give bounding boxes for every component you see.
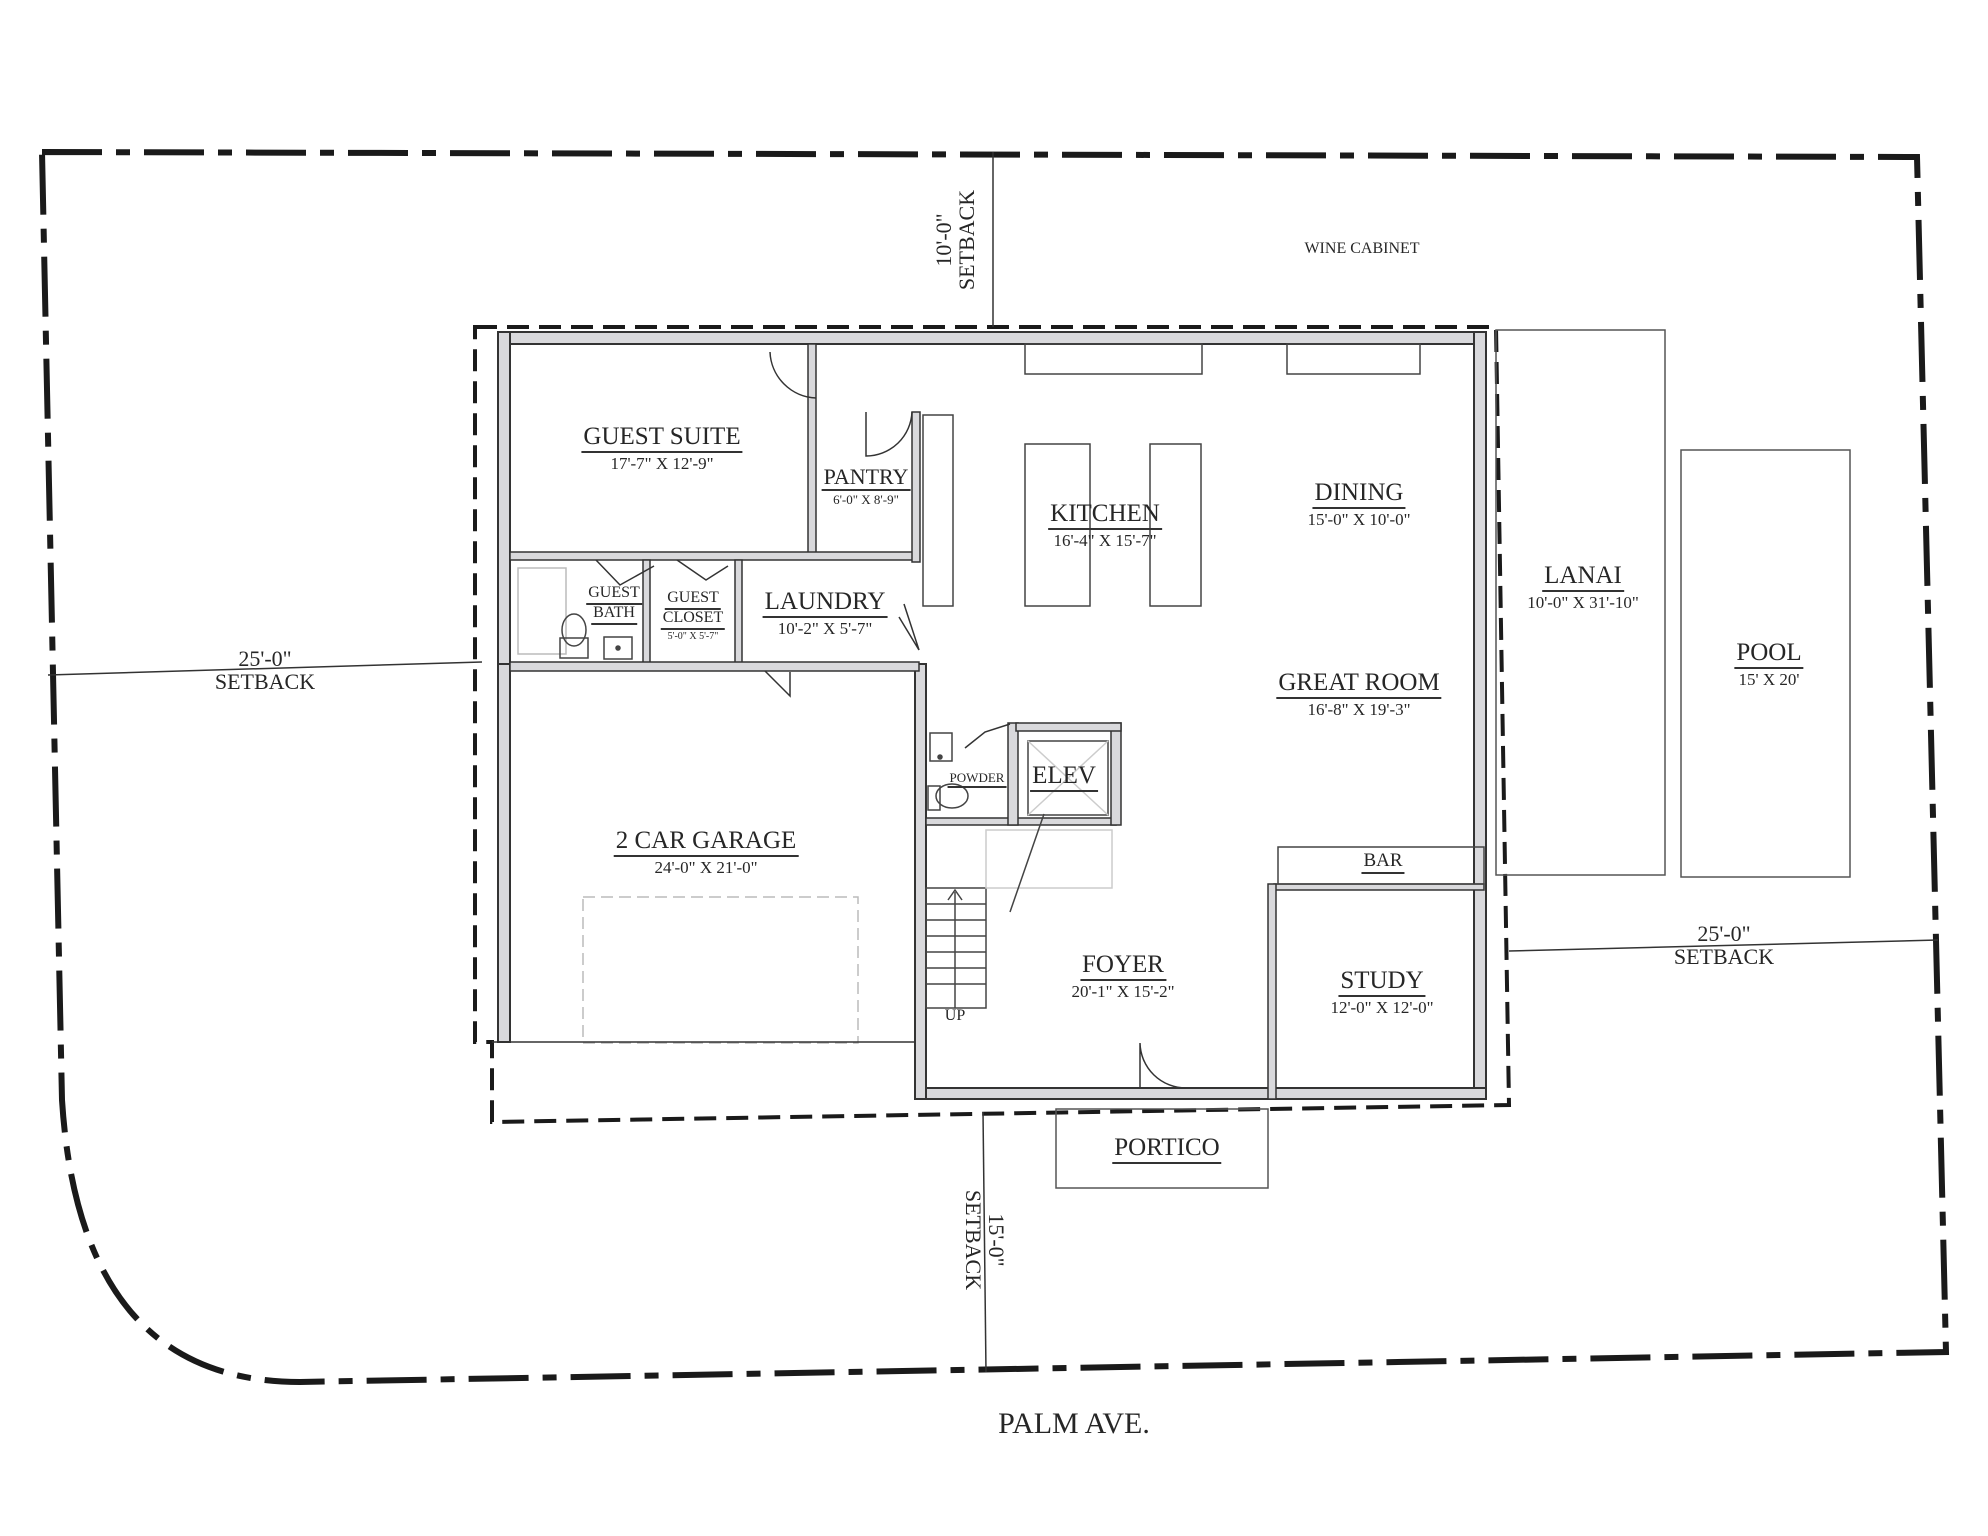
room-dim: 10'-0" X 31'-10"	[1527, 593, 1639, 613]
right-setback-text: SETBACK	[1673, 944, 1775, 970]
room-foyer: FOYER 20'-1" X 15'-2"	[1071, 951, 1175, 1002]
room-dim: 12'-0" X 12'-0"	[1330, 998, 1434, 1018]
outdoor-outlines	[1055, 329, 1851, 1189]
garage-details	[492, 896, 915, 1044]
room-name-line2: BATH	[591, 604, 637, 625]
wine-cabinet-label: WINE CABINET	[1304, 240, 1420, 257]
room-dim: 17'-7" X 12'-9"	[610, 454, 714, 474]
room-portico: PORTICO	[1112, 1134, 1222, 1165]
top-setback-text: SETBACK	[954, 189, 979, 291]
interior-walls	[509, 343, 1485, 1100]
room-name: GUEST	[665, 589, 721, 610]
stairs-up-label: UP	[944, 1007, 966, 1024]
room-guest-bath: GUEST BATH	[586, 584, 642, 625]
room-name: PORTICO	[1112, 1134, 1222, 1165]
room-pantry: PANTRY 6'-0" X 8'-9"	[821, 465, 911, 508]
room-dim: 16'-8" X 19'-3"	[1307, 700, 1411, 720]
room-name: POWDER	[947, 771, 1007, 788]
room-garage: 2 CAR GARAGE 24'-0" X 21'-0"	[613, 827, 799, 878]
bath-fixtures	[517, 567, 1109, 816]
room-dim: 5'-0" X 5'-7"	[667, 630, 719, 642]
room-bar: BAR	[1361, 851, 1405, 874]
setback-lines	[47, 152, 1939, 1373]
building-footprint	[473, 325, 1512, 1125]
room-name-line2: CLOSET	[660, 609, 726, 630]
exterior-walls	[497, 331, 1487, 1100]
room-dim: 20'-1" X 15'-2"	[1071, 982, 1175, 1002]
room-name: BAR	[1361, 851, 1405, 874]
room-lanai: LANAI 10'-0" X 31'-10"	[1527, 562, 1639, 613]
room-name: POOL	[1734, 639, 1804, 670]
stairs	[925, 813, 1113, 1009]
room-name: LANAI	[1542, 562, 1624, 593]
room-name: DINING	[1312, 479, 1406, 510]
room-dining: DINING 15'-0" X 10'-0"	[1307, 479, 1411, 530]
room-pool: POOL 15' X 20'	[1734, 639, 1804, 690]
property-line	[38, 148, 1950, 1386]
left-setback-label: 25'-0" SETBACK	[215, 647, 315, 693]
bottom-setback-text: SETBACK	[961, 1189, 986, 1291]
room-dim: 15'-0" X 10'-0"	[1307, 510, 1411, 530]
right-setback-label: 25'-0" SETBACK	[1674, 922, 1774, 968]
left-setback-text: SETBACK	[214, 669, 316, 695]
room-laundry: LAUNDRY 10'-2" X 5'-7"	[762, 588, 888, 639]
room-guest-closet: GUEST CLOSET 5'-0" X 5'-7"	[660, 589, 726, 642]
kitchen-fixtures	[922, 343, 1421, 607]
top-setback-label: 10'-0" SETBACK	[930, 189, 979, 291]
room-guest-suite: GUEST SUITE 17'-7" X 12'-9"	[581, 423, 743, 474]
room-great-room: GREAT ROOM 16'-8" X 19'-3"	[1276, 669, 1442, 720]
street-name: PALM AVE.	[998, 1407, 1150, 1440]
door-swings	[595, 351, 1187, 1089]
room-name: GUEST	[586, 584, 642, 605]
room-name: PANTRY	[821, 465, 911, 492]
bar	[1277, 846, 1485, 885]
bottom-setback-distance: 15'-0"	[984, 1213, 1010, 1267]
room-name: LAUNDRY	[762, 588, 888, 619]
room-dim: 10'-2" X 5'-7"	[777, 619, 873, 639]
room-name: STUDY	[1338, 967, 1426, 998]
room-dim: 15' X 20'	[1738, 670, 1800, 690]
room-name: FOYER	[1080, 951, 1166, 982]
room-elev: ELEV	[1030, 762, 1098, 793]
top-setback-distance: 10'-0"	[930, 213, 956, 267]
room-name: GUEST SUITE	[581, 423, 743, 454]
room-dim: 24'-0" X 21'-0"	[654, 858, 758, 878]
room-name: ELEV	[1030, 762, 1098, 793]
right-setback-distance: 25'-0"	[1697, 921, 1751, 946]
room-name: KITCHEN	[1048, 500, 1162, 531]
bottom-setback-label: 15'-0" SETBACK	[961, 1189, 1010, 1291]
room-kitchen: KITCHEN 16'-4" X 15'-7"	[1048, 500, 1162, 551]
room-study: STUDY 12'-0" X 12'-0"	[1330, 967, 1434, 1018]
room-dim: 6'-0" X 8'-9"	[833, 492, 899, 508]
room-name: 2 CAR GARAGE	[613, 827, 799, 858]
room-powder: POWDER	[947, 770, 1007, 788]
left-setback-distance: 25'-0"	[238, 646, 292, 671]
room-name: GREAT ROOM	[1276, 669, 1442, 700]
room-dim: 16'-4" X 15'-7"	[1053, 531, 1157, 551]
